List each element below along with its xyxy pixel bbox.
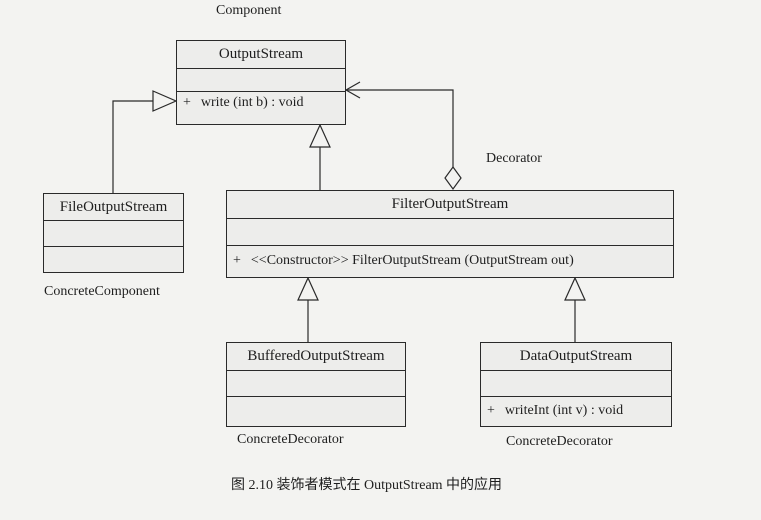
role-label-concrete-decorator: ConcreteDecorator	[506, 434, 613, 449]
role-label-concrete-decorator: ConcreteDecorator	[237, 432, 344, 447]
aggregation-arrowhead	[344, 81, 361, 99]
attributes-section	[44, 221, 183, 247]
generalization-arrowhead	[152, 90, 178, 112]
class-name: OutputStream	[177, 41, 345, 69]
operation: <<Constructor>> FilterOutputStream (Outp…	[250, 253, 574, 268]
operations-section	[227, 397, 405, 426]
operations-section: + writeInt (int v) : void	[481, 397, 671, 425]
attributes-section	[177, 69, 345, 92]
aggregation-filter-to-outputstream	[346, 89, 454, 167]
class-name: BufferedOutputStream	[227, 343, 405, 371]
role-label-component: Component	[216, 3, 282, 18]
visibility-marker: +	[487, 403, 495, 418]
figure-caption: 图 2.10 装饰者模式在 OutputStream 中的应用	[231, 478, 503, 493]
operation: write (int b) : void	[200, 95, 304, 110]
role-label-concrete-component: ConcreteComponent	[44, 284, 160, 299]
aggregation-diamond	[444, 165, 462, 191]
operations-section	[44, 247, 183, 272]
class-bufferedoutputstream: BufferedOutputStream	[226, 342, 406, 427]
generalization-arrowhead	[309, 123, 331, 148]
attributes-section	[227, 219, 673, 246]
generalization-file-to-outputstream	[112, 100, 153, 193]
class-name: DataOutputStream	[481, 343, 671, 371]
attributes-section	[227, 371, 405, 397]
class-fileoutputstream: FileOutputStream	[43, 193, 184, 273]
class-name: FileOutputStream	[44, 194, 183, 221]
role-label-decorator: Decorator	[486, 151, 542, 166]
attributes-section	[481, 371, 671, 397]
class-filteroutputstream: FilterOutputStream + <<Constructor>> Filt…	[226, 190, 674, 278]
visibility-marker: +	[183, 95, 191, 110]
class-dataoutputstream: DataOutputStream + writeInt (int v) : voi…	[480, 342, 672, 427]
generalization-arrowhead	[564, 276, 586, 301]
class-outputstream: OutputStream + write (int b) : void	[176, 40, 346, 125]
operation: writeInt (int v) : void	[504, 403, 624, 418]
generalization-arrowhead	[297, 276, 319, 301]
operations-section: + <<Constructor>> FilterOutputStream (Out…	[227, 246, 673, 276]
visibility-marker: +	[233, 253, 241, 268]
class-name: FilterOutputStream	[227, 191, 673, 219]
operations-section: + write (int b) : void	[177, 92, 345, 114]
